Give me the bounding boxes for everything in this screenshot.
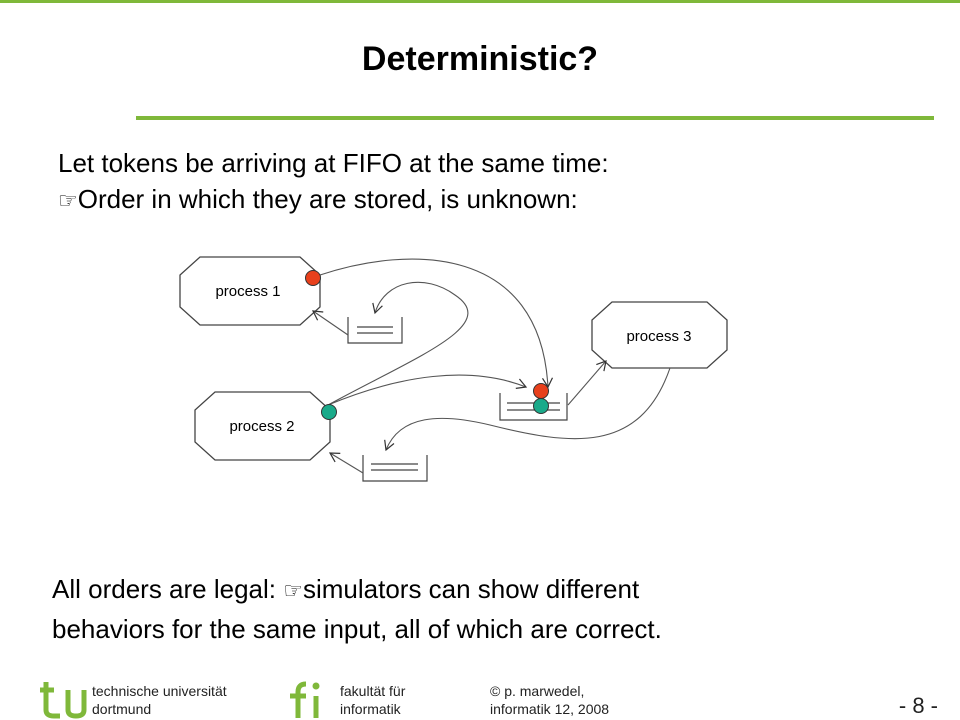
token-green-process2 <box>321 404 337 420</box>
intro-line-1: Let tokens be arriving at FIFO at the sa… <box>58 148 609 178</box>
conclusion-text: All orders are legal: ☞simulators can sh… <box>52 570 662 648</box>
process-1-label: process 1 <box>215 283 280 300</box>
intro-line-2: ☞Order in which they are stored, is unkn… <box>58 181 609 219</box>
fifo-queue-2 <box>362 455 428 482</box>
conclusion-line-1-b: simulators can show different <box>302 574 640 604</box>
conclusion-line-1-a: All orders are legal: <box>52 574 284 604</box>
process-2-label: process 2 <box>229 418 294 435</box>
pointing-hand-icon-2: ☞ <box>283 578 303 603</box>
faculty-name: fakultät für informatik <box>340 682 405 718</box>
pointing-hand-icon: ☞ <box>58 188 78 213</box>
token-green-fifo <box>533 398 549 414</box>
token-red-process1 <box>305 270 321 286</box>
footer: technische universität dortmund fakultät… <box>0 672 960 720</box>
conclusion-line-1: All orders are legal: ☞simulators can sh… <box>52 570 662 610</box>
page-number: - 8 - <box>898 693 938 718</box>
author-line-1: © p. marwedel, <box>490 683 585 699</box>
fifo-diagram: process 1 process 2 process 3 <box>179 256 728 482</box>
process-3-node: process 3 <box>591 301 728 369</box>
university-line-1: technische universität <box>92 683 227 699</box>
channel-arrows <box>311 258 671 474</box>
process-3-label: process 3 <box>626 328 691 345</box>
fi-logo <box>290 681 320 718</box>
faculty-line-2: informatik <box>340 701 401 717</box>
university-name: technische universität dortmund <box>92 682 227 718</box>
title-underline-rule <box>136 116 934 120</box>
token-red-fifo <box>533 383 549 399</box>
university-line-2: dortmund <box>92 701 152 717</box>
conclusion-line-2: behaviors for the same input, all of whi… <box>52 614 662 644</box>
process-2-node: process 2 <box>194 391 331 461</box>
fifo-queue-1 <box>347 317 403 344</box>
process-1-node: process 1 <box>179 256 321 326</box>
slide-title: Deterministic? <box>361 40 599 78</box>
tu-logo <box>40 682 87 719</box>
top-accent-rule <box>0 0 960 3</box>
faculty-line-1: fakultät für <box>340 683 406 699</box>
intro-text: Let tokens be arriving at FIFO at the sa… <box>58 145 609 219</box>
author-credit: © p. marwedel, informatik 12, 2008 <box>490 682 609 718</box>
intro-line-2-text: Order in which they are stored, is unkno… <box>77 184 578 214</box>
fifo-queue-3 <box>499 393 568 421</box>
author-line-2: informatik 12, 2008 <box>490 701 610 717</box>
